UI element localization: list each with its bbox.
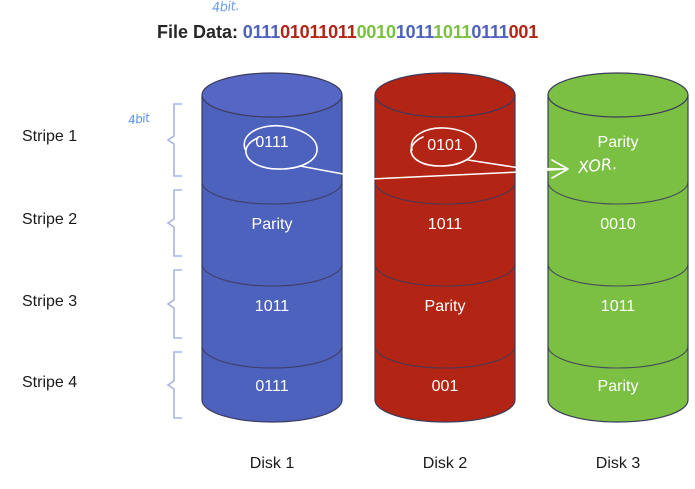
stripe-label-1: Stripe 1 [22,128,78,145]
bit-segment-0: 0111 [242,22,281,42]
bit-segment-1: 01011011 [280,22,357,42]
bit-segment-2: 0010 [356,22,396,42]
file-data-bit-string: 0111010110110010101110110111001 [238,22,538,42]
stripe-label-2: Stripe 2 [22,211,78,228]
stripe-label-4: Stripe 4 [22,374,78,391]
bit-segment-3: 1011 [395,22,434,42]
parity-xor-arrow [299,159,569,180]
disk-1-cylinder [201,72,343,423]
bit-segment-6: 001 [508,22,539,42]
disk-3-cylinder [547,72,689,423]
bit-segment-5: 0111 [471,22,509,42]
file-data-label: File Data: [156,22,238,42]
stripe-braces [166,103,182,419]
handwritten-4bit-stripe-annotation: 4bit [127,110,151,128]
brace-stripe-4 [166,351,182,419]
handwritten-circle-disk2 [410,127,477,167]
stripe-label-3: Stripe 3 [22,293,78,310]
disk-label-3: Disk 3 [595,455,641,472]
file-data-row: File Data: 01110101101100101011101101110… [0,22,695,43]
disk-2-cylinder [374,72,516,423]
brace-stripe-2 [166,189,182,257]
handwritten-circle-disk1 [243,124,318,170]
disk-label-2: Disk 2 [422,455,468,472]
bit-segment-4: 1011 [433,22,472,42]
brace-stripe-1 [166,103,182,177]
disk-label-1: Disk 1 [249,455,295,472]
brace-stripe-3 [166,269,182,339]
